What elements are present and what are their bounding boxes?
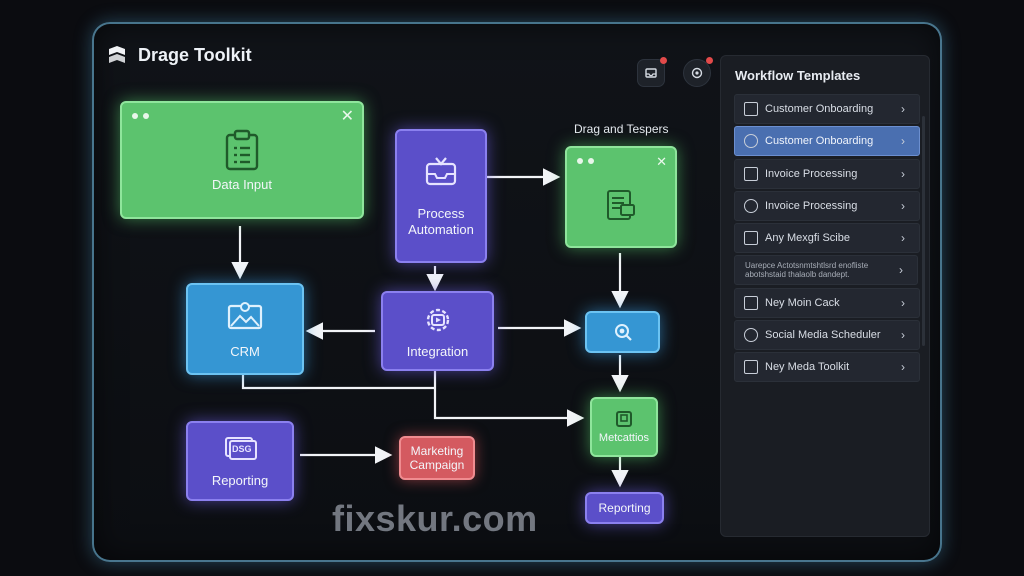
gear-video-icon bbox=[422, 304, 454, 336]
users-icon bbox=[744, 199, 758, 213]
clipboard-icon bbox=[744, 360, 758, 374]
workflow-templates-panel: Workflow Templates Customer Onboarding ›… bbox=[720, 55, 930, 537]
template-label: Customer Onboarding bbox=[765, 103, 874, 115]
template-label: Social Media Scheduler bbox=[765, 329, 881, 341]
panel-scrollbar[interactable] bbox=[922, 116, 925, 346]
node-metrics[interactable]: Metcattios bbox=[590, 397, 658, 457]
template-label: Customer Onboarding bbox=[765, 135, 874, 147]
watermark: fixskur.com bbox=[332, 498, 538, 539]
template-description: Uarepce Actotsnmtshtlsrd enofliste abots… bbox=[745, 261, 869, 279]
template-label: Invoice Processing bbox=[765, 168, 858, 180]
node-data-input[interactable]: ✕ Data Input bbox=[120, 101, 364, 219]
node-search-target[interactable] bbox=[585, 311, 660, 353]
inbox-notification-icon[interactable] bbox=[637, 57, 667, 87]
chevron-right-icon: › bbox=[901, 328, 905, 342]
template-label: Invoice Processing bbox=[765, 200, 858, 212]
node-drag-template[interactable]: ✕ bbox=[565, 146, 677, 248]
template-item[interactable]: Ney Moin Cack › bbox=[734, 288, 920, 318]
panel-title: Workflow Templates bbox=[735, 68, 861, 83]
node-integration[interactable]: Integration bbox=[381, 291, 494, 371]
chevron-right-icon: › bbox=[901, 296, 905, 310]
chevron-right-icon: › bbox=[899, 262, 903, 277]
node-reporting-left[interactable]: DSG Reporting bbox=[186, 421, 294, 501]
template-description-item[interactable]: Uarepce Actotsnmtshtlsrd enofliste abots… bbox=[734, 255, 918, 285]
close-icon[interactable]: ✕ bbox=[656, 154, 667, 169]
chevron-right-icon: › bbox=[901, 134, 905, 148]
template-label: Ney Moin Cack bbox=[765, 297, 840, 309]
node-label: Process Automation bbox=[408, 206, 474, 237]
template-item-selected[interactable]: Customer Onboarding › bbox=[734, 126, 920, 156]
inbox-icon bbox=[424, 154, 458, 188]
node-label: Marketing Campaign bbox=[409, 444, 465, 472]
chevron-right-icon: › bbox=[901, 360, 905, 374]
checklist-icon bbox=[744, 102, 758, 116]
template-label: Ney Meda Toolkit bbox=[765, 361, 850, 373]
image-icon bbox=[226, 300, 264, 332]
share-icon bbox=[744, 328, 758, 342]
node-label: CRM bbox=[230, 343, 260, 359]
arrow-crm-line bbox=[241, 372, 435, 390]
app-title: Drage Toolkit bbox=[138, 44, 252, 65]
template-item[interactable]: Invoice Processing › bbox=[734, 191, 920, 221]
brand: Drage Toolkit bbox=[106, 44, 252, 66]
close-icon[interactable]: ✕ bbox=[340, 108, 354, 125]
node-label: Reporting bbox=[598, 501, 651, 515]
node-crm[interactable]: CRM bbox=[186, 283, 304, 375]
chevron-right-icon: › bbox=[901, 102, 905, 116]
search-gear-icon bbox=[612, 321, 634, 343]
template-item[interactable]: Invoice Processing › bbox=[734, 159, 920, 189]
people-icon bbox=[744, 134, 758, 148]
node-label: Data Input bbox=[212, 176, 272, 192]
report-icon: DSG bbox=[221, 435, 259, 461]
chevron-right-icon: › bbox=[901, 231, 905, 245]
clipboard-icon bbox=[223, 129, 261, 171]
chevron-right-icon: › bbox=[901, 167, 905, 181]
template-item[interactable]: Ney Meda Toolkit › bbox=[734, 352, 920, 382]
chevron-right-icon: › bbox=[901, 199, 905, 213]
window-dots bbox=[577, 158, 594, 164]
canvas-header-label: Drag and Tespers bbox=[574, 122, 669, 136]
template-item[interactable]: Customer Onboarding › bbox=[734, 94, 920, 124]
settings-notification-icon[interactable] bbox=[683, 57, 713, 87]
node-label: Metcattios bbox=[598, 432, 650, 444]
cursor-icon bbox=[744, 296, 758, 310]
node-label: Reporting bbox=[211, 472, 269, 488]
template-item[interactable]: Social Media Scheduler › bbox=[734, 320, 920, 350]
node-marketing-campaign[interactable]: Marketing Campaign bbox=[399, 436, 475, 480]
brand-logo-icon bbox=[106, 44, 128, 66]
template-label: Any Mexgfi Scibe bbox=[765, 232, 850, 244]
node-reporting-bottom[interactable]: Reporting bbox=[585, 492, 664, 524]
frame-icon bbox=[615, 410, 633, 428]
invoice-icon bbox=[744, 167, 758, 181]
clipboard-icon bbox=[744, 231, 758, 245]
report-icon-text: DSG bbox=[232, 443, 252, 454]
window-dots bbox=[132, 113, 149, 119]
node-process-automation[interactable]: Process Automation bbox=[395, 129, 487, 263]
template-item[interactable]: Any Mexgfi Scibe › bbox=[734, 223, 920, 253]
arrow-integration-metrics bbox=[433, 371, 585, 427]
node-label: Integration bbox=[406, 343, 469, 359]
document-icon bbox=[604, 188, 638, 222]
